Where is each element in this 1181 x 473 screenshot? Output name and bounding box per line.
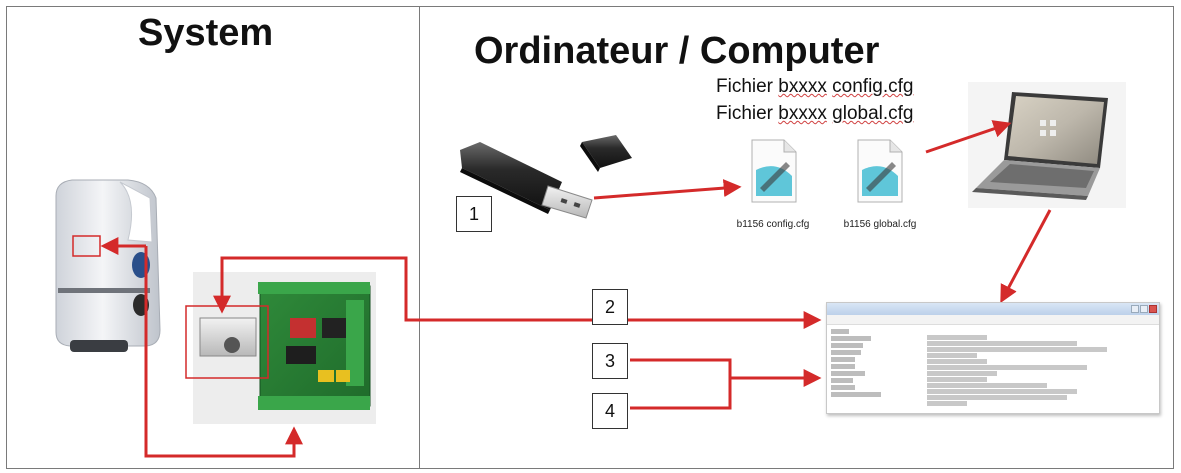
code-line xyxy=(927,359,987,364)
step-1-box: 1 xyxy=(456,196,492,232)
laptop-icon xyxy=(968,82,1126,208)
arrow-step4 xyxy=(630,378,732,410)
code-line xyxy=(831,392,881,397)
code-line xyxy=(927,353,977,358)
code-line xyxy=(831,364,855,369)
code-line xyxy=(831,357,855,362)
arrow-board-to-editor xyxy=(213,256,822,329)
arrow-laptop-to-editor xyxy=(1000,209,1052,304)
notepad-file-icon xyxy=(751,139,797,203)
arrow-step3 xyxy=(630,358,732,378)
flow-arrows xyxy=(100,120,1052,458)
code-line xyxy=(927,383,1047,388)
file-code: bxxxx xyxy=(778,103,827,124)
usb-drive-icon xyxy=(460,142,593,219)
editor-menu-bar xyxy=(827,315,1159,325)
config-file-label: b1156 config.cfg xyxy=(736,219,810,230)
code-line xyxy=(831,329,849,334)
global-file-label: b1156 global.cfg xyxy=(843,219,917,230)
code-line xyxy=(831,378,853,383)
code-line xyxy=(927,377,987,382)
config-file-caption: Fichier bxxxx config.cfg xyxy=(716,76,913,98)
config-file-card[interactable]: b1156 config.cfg xyxy=(727,125,819,235)
file-name: config.cfg xyxy=(832,76,914,97)
step-2-box: 2 xyxy=(592,289,628,325)
system-heading: System xyxy=(138,12,274,54)
code-line xyxy=(927,341,1077,346)
code-line xyxy=(831,343,863,348)
code-line xyxy=(831,336,871,341)
global-file-caption: Fichier bxxxx global.cfg xyxy=(716,103,914,125)
code-line xyxy=(831,350,861,355)
arrow-usb-to-file xyxy=(593,179,742,200)
file-name: global.cfg xyxy=(832,103,914,124)
step-4-box: 4 xyxy=(592,393,628,429)
file-prefix: Fichier xyxy=(716,103,774,124)
charging-station-icon xyxy=(55,179,161,352)
code-line xyxy=(927,401,967,406)
arrow-file-to-laptop xyxy=(925,120,1012,154)
section-divider xyxy=(419,6,420,469)
notepad-file-icon xyxy=(857,139,903,203)
step-3-box: 3 xyxy=(592,343,628,379)
circuit-board-icon xyxy=(185,272,376,424)
code-line xyxy=(927,389,1077,394)
code-line xyxy=(927,395,1067,400)
usb-cap-icon xyxy=(580,135,632,172)
editor-content xyxy=(827,325,1159,413)
global-file-card[interactable]: b1156 global.cfg xyxy=(834,125,926,235)
text-editor-window xyxy=(826,302,1160,414)
code-line xyxy=(927,347,1107,352)
code-line xyxy=(927,365,1087,370)
file-prefix: Fichier xyxy=(716,76,774,97)
code-line xyxy=(831,371,865,376)
code-line xyxy=(927,371,997,376)
code-line xyxy=(831,385,855,390)
computer-heading: Ordinateur / Computer xyxy=(474,30,880,72)
file-code: bxxxx xyxy=(778,76,827,97)
code-line xyxy=(927,335,987,340)
window-controls xyxy=(1131,305,1157,313)
editor-titlebar xyxy=(827,303,1159,315)
